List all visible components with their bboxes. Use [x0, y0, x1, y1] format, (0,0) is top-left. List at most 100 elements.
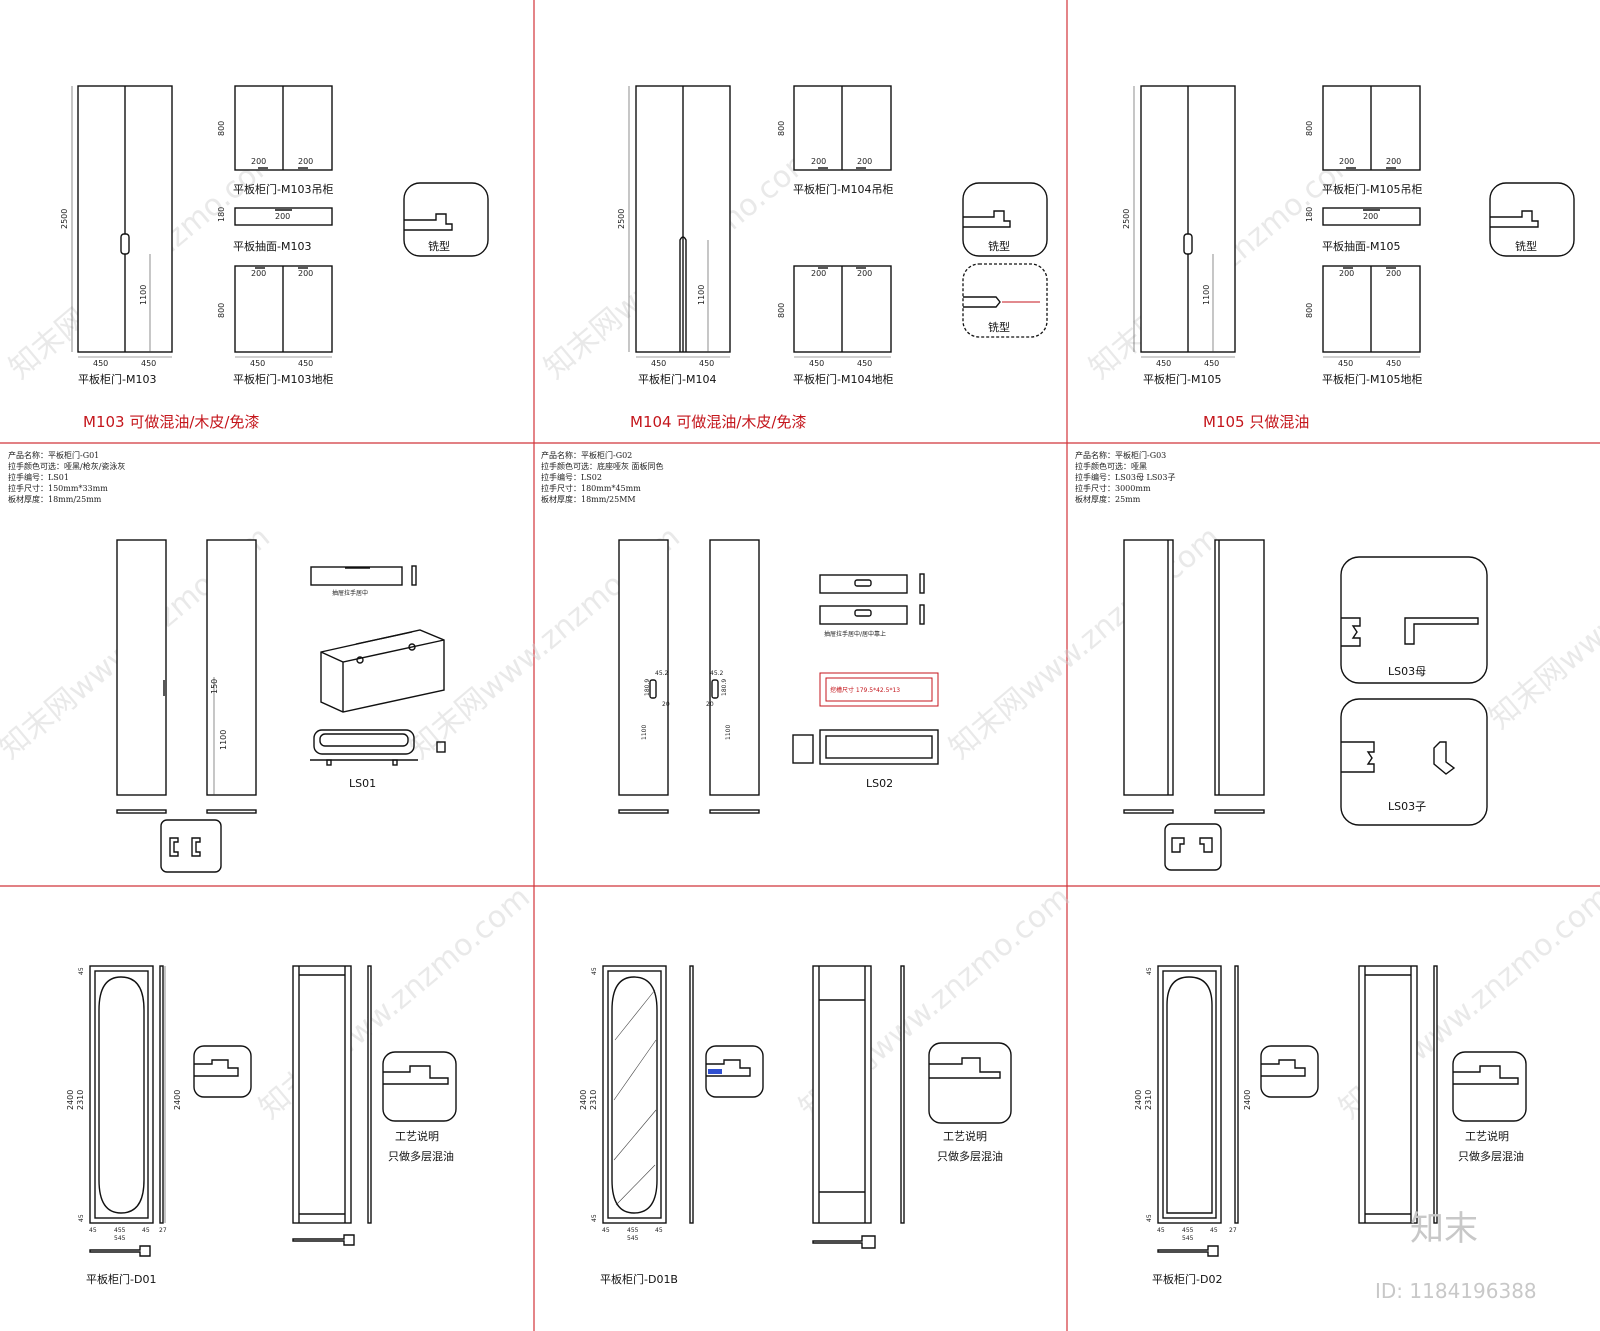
dim-1100: 1100 [641, 725, 648, 740]
dim-450: 450 [1156, 359, 1171, 368]
dim-450: 450 [651, 359, 666, 368]
dim-45: 45 [1157, 1227, 1165, 1234]
dim-200: 200 [1339, 157, 1354, 166]
tall-door-m105: 2500 1100 450 450 平板柜门-M105 [1122, 85, 1236, 386]
panel-m104: 2500 1100 450 450 平板柜门-M104 800 200 200 … [617, 85, 1048, 431]
dim-180: 180.9 [644, 679, 651, 696]
craft-title: 工艺说明 [1465, 1129, 1509, 1143]
panel-d01: 45 2400 2310 45 45 455 45 545 27 2400 平板… [66, 965, 457, 1286]
info-line: 拉手编号：LS02 [541, 472, 602, 482]
dim-200: 200 [1386, 157, 1401, 166]
base-cabinet-m104: 800 200 200 450 450 平板柜门-M104地柜 [777, 265, 893, 386]
dim-2310: 2310 [76, 1090, 85, 1110]
d01b-craft-detail: 工艺说明 只做多层混油 [928, 1042, 1012, 1163]
dim-45: 45 [142, 1227, 150, 1234]
dim-27: 27 [1229, 1227, 1237, 1234]
craft-title: 工艺说明 [943, 1129, 987, 1143]
finish-note: M104 可做混油/木皮/免漆 [630, 413, 806, 431]
dim-45: 45 [1146, 967, 1153, 975]
panel-g02: 产品名称：平板柜门-G02 拉手颜色可选：底座哑灰 面板同色 拉手编号：LS02… [541, 450, 939, 814]
base-cabinet-m105: 800 200 200 450 450 平板柜门-M105地柜 [1305, 265, 1422, 386]
watermark-text: 知末网www.znzmo.com [1483, 490, 1600, 736]
dim-2310: 2310 [589, 1090, 598, 1110]
dim-200: 200 [811, 269, 826, 278]
dim-800: 800 [217, 303, 226, 318]
door-front-g03 [1123, 539, 1174, 814]
door-back-d01 [292, 965, 372, 1246]
dim-800: 800 [1305, 121, 1314, 136]
info-line: 拉手尺寸：150mm*33mm [8, 483, 108, 493]
dim-450: 450 [141, 359, 156, 368]
door-label: 平板柜门-D01B [600, 1272, 678, 1286]
dim-1100: 1100 [697, 285, 706, 305]
dim-200: 200 [1363, 212, 1378, 221]
mill-profile-m104-a: 铣型 [962, 182, 1048, 257]
dim-20: 20 [662, 701, 670, 708]
g03-section-detail [1164, 823, 1222, 871]
door-back-d01b [812, 965, 905, 1249]
handle-label: LS02 [866, 777, 893, 790]
tall-door-label: 平板柜门-M104 [638, 372, 716, 386]
craft-note: 只做多层混油 [937, 1149, 1003, 1163]
base-cabinet-label: 平板柜门-M104地柜 [793, 372, 893, 386]
tall-door-m104: 2500 1100 450 450 平板柜门-M104 [617, 85, 731, 386]
ls03-mu-label: LS03母 [1388, 665, 1426, 678]
ls03-zi-label: LS03子 [1388, 800, 1426, 813]
wall-cabinet-m105: 800 200 200 平板柜门-M105吊柜 [1305, 85, 1422, 196]
mill-profile-m104-b: 铣型 [962, 263, 1048, 338]
dim-800: 800 [777, 303, 786, 318]
dim-2400: 2400 [1134, 1090, 1143, 1110]
dim-450: 450 [298, 359, 313, 368]
ls01-handle-views: 抽屉拉手居中 LS01 [310, 565, 446, 790]
dim-200: 200 [298, 157, 313, 166]
drawer-m103: 180 200 平板抽面-M103 [217, 207, 333, 253]
d01-mill-detail [193, 1045, 252, 1098]
dim-450: 450 [699, 359, 714, 368]
dim-180: 180.9 [721, 679, 728, 696]
info-line: 板材厚度：18mm/25mm [8, 494, 102, 504]
dim-545: 545 [114, 1235, 126, 1242]
dim-545: 545 [627, 1235, 639, 1242]
dim-200: 200 [298, 269, 313, 278]
base-cabinet-label: 平板柜门-M103地柜 [233, 372, 333, 386]
wall-cabinet-label: 平板柜门-M103吊柜 [233, 182, 333, 196]
mill-label: 铣型 [1515, 239, 1537, 253]
drawer-m105: 180 200 平板抽面-M105 [1305, 207, 1421, 253]
tall-door-label: 平板柜门-M103 [78, 372, 156, 386]
info-line: 拉手颜色可选：哑黑/枪灰/瓷泳灰 [8, 461, 125, 471]
image-id: ID: 1184196388 [1375, 1279, 1537, 1303]
panel-g01: 产品名称：平板柜门-G01 拉手颜色可选：哑黑/枪灰/瓷泳灰 拉手编号：LS01… [8, 450, 446, 873]
info-line: 产品名称：平板柜门-G01 [8, 450, 99, 460]
mill-profile-m103: 铣型 [403, 182, 489, 257]
dim-800: 800 [217, 121, 226, 136]
dim-450: 450 [1338, 359, 1353, 368]
dim-200: 200 [1339, 269, 1354, 278]
d01b-mill-detail [705, 1045, 764, 1098]
base-cabinet-label: 平板柜门-M105地柜 [1322, 372, 1422, 386]
g01-section-detail [160, 819, 222, 873]
dim-200: 200 [811, 157, 826, 166]
dim-450: 450 [809, 359, 824, 368]
tall-door-m103: 2500 1100 450 450 平板柜门-M103 [60, 85, 173, 386]
mill-label: 铣型 [428, 239, 450, 253]
dim-200: 200 [251, 157, 266, 166]
info-line: 产品名称：平板柜门-G02 [541, 450, 632, 460]
door-back-d02 [1358, 965, 1438, 1224]
dim-200: 200 [857, 157, 872, 166]
dim-2500: 2500 [617, 209, 626, 229]
door-label: 平板柜门-D01 [86, 1272, 156, 1286]
dim-45: 45 [655, 1227, 663, 1234]
door-front-d01: 45 2400 2310 45 45 455 45 545 27 2400 平板… [66, 965, 182, 1286]
panel-d02: 45 2400 2310 45 45 455 45 545 27 2400 平板… [1134, 965, 1527, 1286]
dim-800: 800 [777, 121, 786, 136]
dim-45: 45 [1210, 1227, 1218, 1234]
drawer-label: 平板抽面-M105 [1322, 239, 1400, 253]
wall-cabinet-m104: 800 200 200 平板柜门-M104吊柜 [777, 85, 893, 196]
info-line: 产品名称：平板柜门-G03 [1075, 450, 1166, 460]
handle-label: LS01 [349, 777, 376, 790]
dim-45: 45 [591, 1214, 598, 1222]
dim-20: 20 [706, 701, 714, 708]
dim-450: 450 [1204, 359, 1219, 368]
